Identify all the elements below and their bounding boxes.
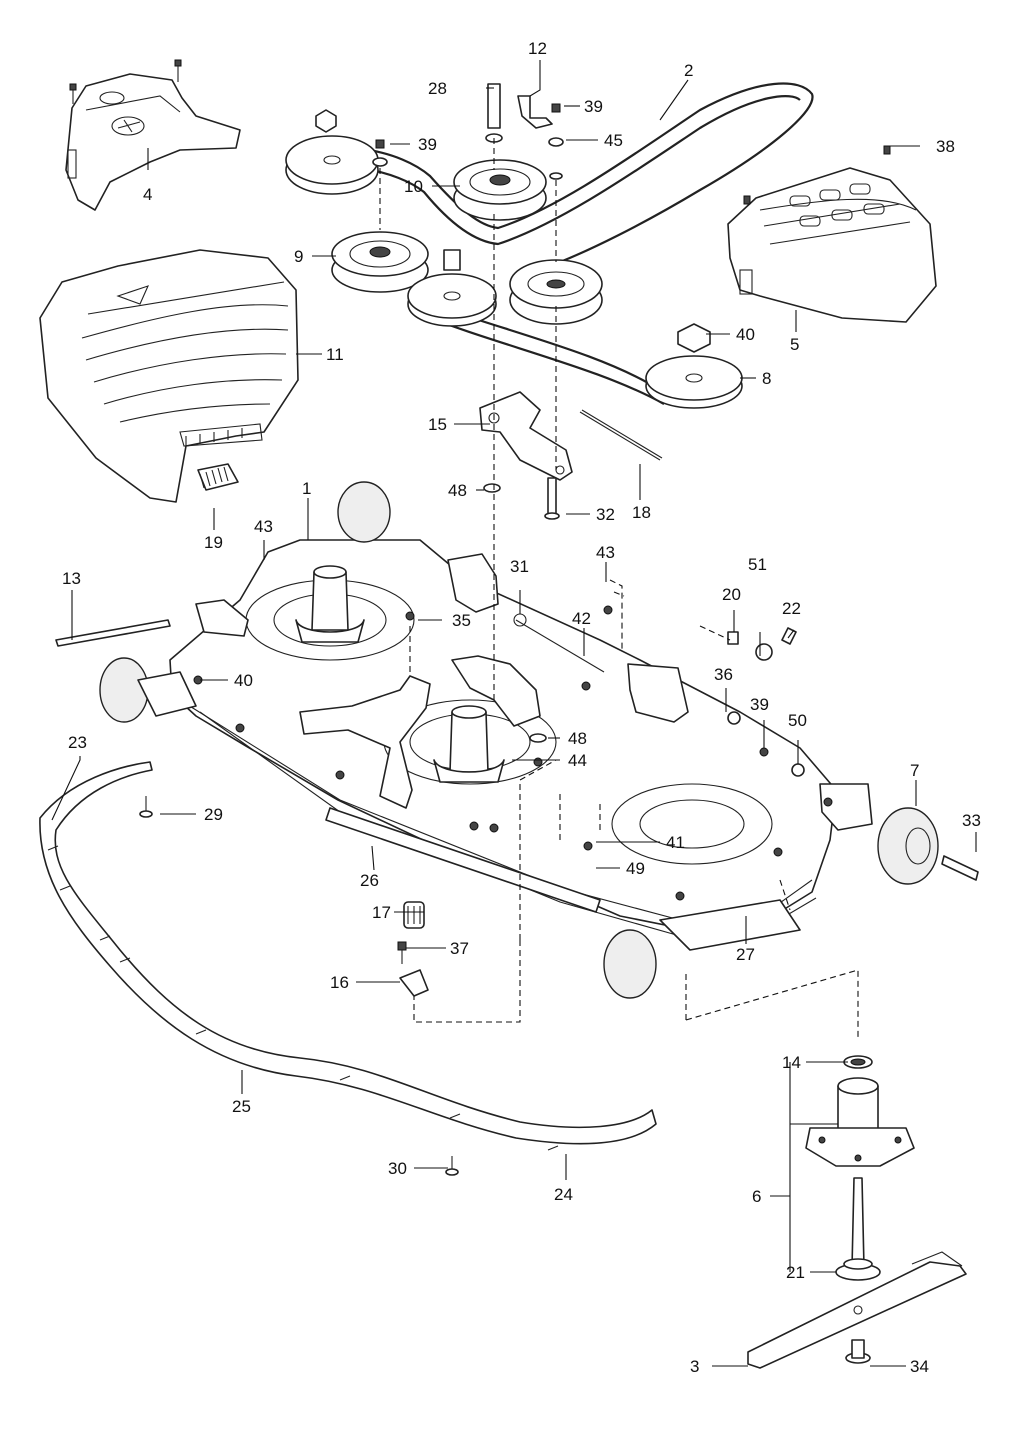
part-2-drive-belt <box>291 82 814 405</box>
callout-10: 10 <box>404 177 423 196</box>
part-8-spindle-pulley <box>645 323 743 409</box>
callout-37: 37 <box>450 939 469 958</box>
callout-16: 16 <box>330 973 349 992</box>
callout-36: 36 <box>714 665 733 684</box>
part-37-bolt <box>397 941 407 964</box>
part-6-spindle-housing <box>805 1077 915 1269</box>
callout-31: 31 <box>510 557 529 576</box>
part-19-brush <box>197 463 239 491</box>
callout-45: 43 <box>596 543 615 562</box>
top-hardware <box>315 83 564 180</box>
part-5-right-belt-cover <box>727 145 937 323</box>
part-11-left-belt-cover <box>39 249 299 503</box>
part-34-blade-bolt <box>845 1339 871 1364</box>
left-spindle-pulley <box>285 135 379 195</box>
callout-30: 30 <box>388 1159 407 1178</box>
callout-32: 32 <box>596 505 615 524</box>
callout-29: 29 <box>204 805 223 824</box>
callout-25: 25 <box>232 1097 251 1116</box>
callout-44: 42 <box>572 609 591 628</box>
callout-12: 12 <box>528 39 547 58</box>
callout-1: 1 <box>302 479 311 498</box>
callout-50: 50 <box>788 711 807 730</box>
callout-11: 11 <box>326 345 344 364</box>
right-drive-pulley <box>509 259 603 325</box>
callout-48-upper: 48 <box>448 481 467 500</box>
callout-47: 45 <box>604 131 623 150</box>
callout-48-lower: 48 <box>568 729 587 748</box>
part-32-bolt <box>544 477 560 520</box>
part-17-bushing <box>403 901 425 929</box>
callout-21: 21 <box>786 1263 805 1282</box>
part-33-axle-bolt <box>941 855 979 881</box>
callout-2: 2 <box>684 61 693 80</box>
leader-lines <box>51 60 977 1367</box>
callout-23: 23 <box>68 733 87 752</box>
callout-42: 40 <box>736 325 755 344</box>
callout-46: 44 <box>568 751 587 770</box>
callout-20: 20 <box>722 585 741 604</box>
callout-5: 5 <box>790 335 799 354</box>
callout-6: 6 <box>752 1187 761 1206</box>
callout-4: 4 <box>143 185 152 204</box>
part-9-idler-pulley <box>331 231 429 293</box>
callout-28: 28 <box>428 79 447 98</box>
callout-15: 15 <box>428 415 447 434</box>
part-10-idler-pulley <box>453 159 547 221</box>
callout-33: 33 <box>962 811 981 830</box>
callout-17: 17 <box>372 903 391 922</box>
callout-41: 41 <box>666 833 685 852</box>
callout-13: 13 <box>62 569 81 588</box>
part-14-bearing <box>843 1055 873 1069</box>
callout-24: 24 <box>554 1185 573 1204</box>
callout-35: 35 <box>452 611 471 630</box>
part-26-27-baffle-plates <box>325 807 801 951</box>
part-30-bolt <box>445 1156 459 1176</box>
part-1-mower-deck <box>55 481 939 999</box>
part-25-baffle-strip <box>39 761 657 1151</box>
callout-40: 40 <box>234 671 253 690</box>
part-3-blade <box>747 1251 967 1369</box>
callout-27: 27 <box>736 945 755 964</box>
callout-9: 9 <box>294 247 303 266</box>
callout-14: 14 <box>782 1053 801 1072</box>
callout-39-top-right: 39 <box>584 97 603 116</box>
callout-19: 19 <box>204 533 223 552</box>
center-spindle-pulley <box>407 249 497 327</box>
callout-labels: 12 2 28 39 39 45 38 10 4 9 11 40 5 8 15 … <box>62 39 981 1376</box>
callout-39-right: 39 <box>750 695 769 714</box>
part-21-hub <box>835 1258 881 1281</box>
part-18-spring <box>579 409 663 461</box>
callout-8: 8 <box>762 369 771 388</box>
callout-22: 22 <box>782 599 801 618</box>
part-4-left-pulley-cover <box>65 59 241 211</box>
callout-51: 51 <box>748 555 767 574</box>
callout-49: 49 <box>626 859 645 878</box>
callout-43: 43 <box>254 517 273 536</box>
callout-18: 18 <box>632 503 651 522</box>
callout-34: 34 <box>910 1357 929 1376</box>
callout-3: 3 <box>690 1357 699 1376</box>
callout-26: 26 <box>360 871 379 890</box>
part-16-pivot-bracket <box>399 969 429 997</box>
callout-7: 7 <box>910 761 919 780</box>
callout-38: 38 <box>936 137 955 156</box>
callout-39-top-left: 39 <box>418 135 437 154</box>
part-29-bolt <box>139 796 153 818</box>
part-48-washer <box>483 483 501 493</box>
